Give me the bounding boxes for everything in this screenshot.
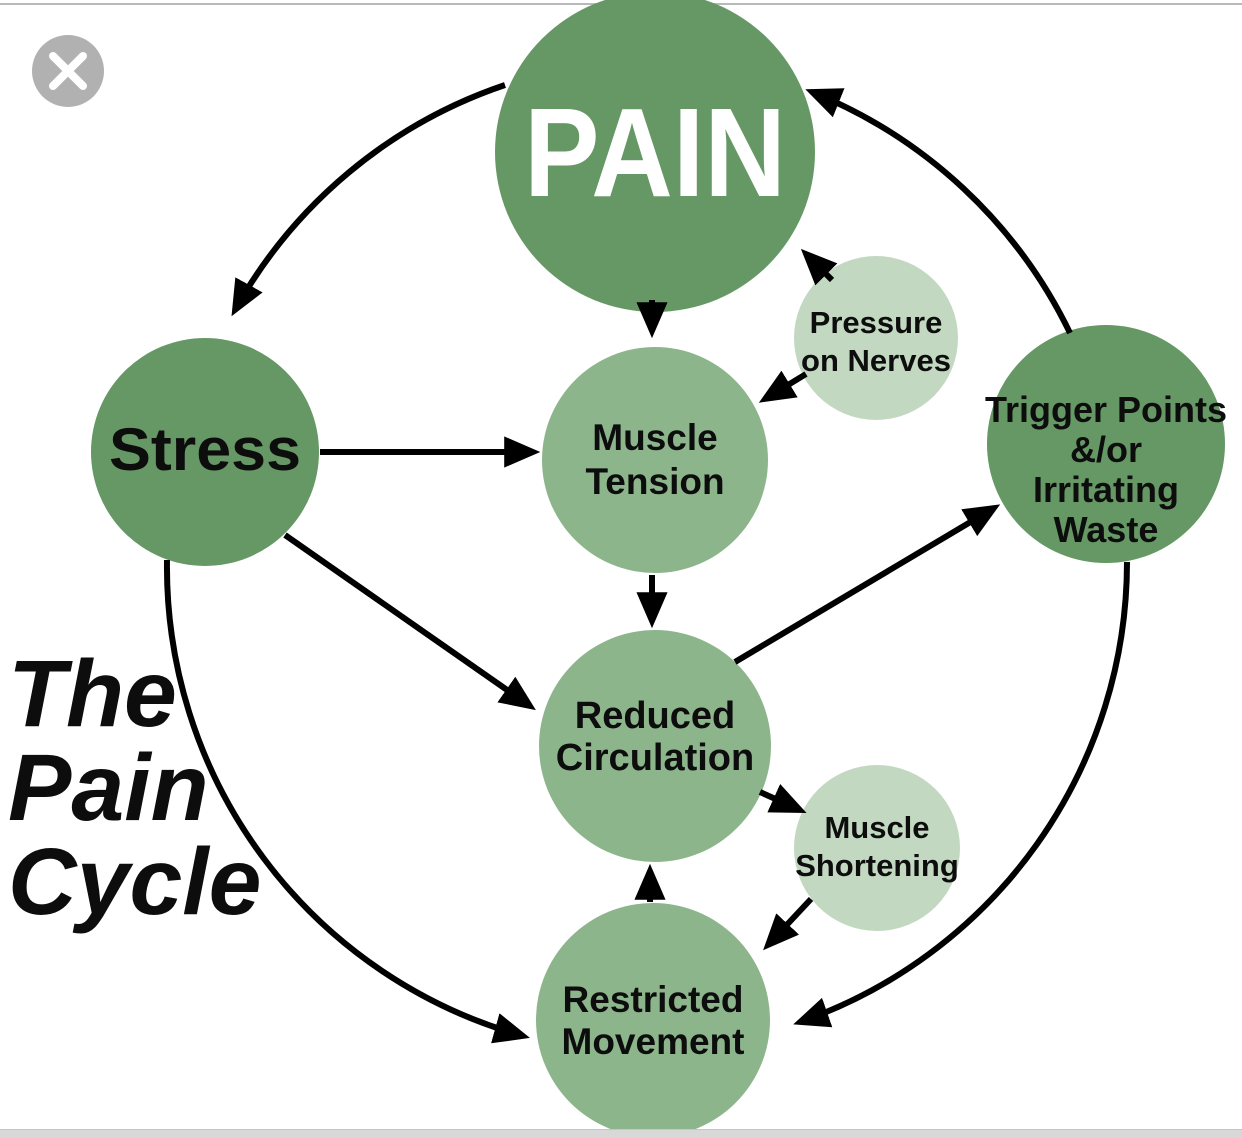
node-muscle-tension-label-line1: Muscle [592, 417, 717, 458]
arrow-trigger-points-to-restricted-movement [793, 561, 1130, 1028]
node-trigger-points-label-line4: Waste [1054, 509, 1159, 550]
image-bottom-border [0, 1129, 1242, 1138]
node-restricted-movement-circle [536, 903, 770, 1137]
node-pain-circle [495, 0, 815, 312]
node-muscle-tension-label-line2: Tension [585, 461, 724, 502]
arrow-pressure-on-nerves-to-muscle-tension [758, 370, 808, 403]
arrow-trigger-points-to-pain [805, 88, 1073, 335]
arrow-stress-to-reduced-circulation [283, 532, 536, 711]
node-muscle-shortening-label-line1: Muscle [824, 810, 929, 845]
node-pressure-on-nerves-circle [794, 256, 958, 420]
arrow-reduced-circulation-to-muscle-shortening [758, 783, 807, 813]
arrow-muscle-shortening-to-restricted-movement [763, 896, 814, 951]
node-trigger-points-circle [987, 325, 1225, 563]
node-stress-circle [91, 338, 319, 566]
node-pressure-on-nerves-label-line2: on Nerves [801, 343, 951, 378]
node-reduced-circulation-label-line1: Reduced [575, 695, 735, 737]
close-icon [49, 52, 87, 90]
node-restricted-movement-label-line1: Restricted [563, 979, 744, 1020]
node-trigger-points-label-line3: Irritating [1033, 469, 1179, 510]
diagram-title-line2: Pain [8, 735, 209, 841]
node-trigger-points-label-line2: &/or [1070, 429, 1142, 470]
arrow-pain-to-stress [231, 82, 506, 317]
diagram-nodes [91, 0, 1225, 1137]
node-trigger-points-label-line1: Trigger Points [985, 389, 1227, 430]
close-button[interactable] [31, 34, 105, 108]
diagram-title-line3: Cycle [8, 829, 262, 935]
node-reduced-circulation-circle [539, 630, 771, 862]
diagram-labels: Stress Muscle Tension Pressure on Nerves… [109, 305, 1227, 1062]
diagram-title-line1: The [8, 641, 177, 747]
node-muscle-tension-circle [542, 347, 768, 573]
node-stress-label: Stress [109, 416, 301, 483]
node-muscle-shortening-circle [794, 765, 960, 931]
node-pain-label: PAIN [524, 82, 786, 223]
arrow-pressure-on-nerves-to-pain [800, 248, 838, 286]
diagram-title: The Pain Cycle [8, 641, 262, 935]
arrow-stress-to-restricted-movement [163, 559, 530, 1044]
node-restricted-movement-label-line2: Movement [562, 1021, 745, 1062]
node-muscle-shortening-label-line2: Shortening [795, 848, 959, 883]
node-reduced-circulation-label-line2: Circulation [556, 737, 754, 779]
arrow-reduced-circulation-to-trigger-points [733, 504, 1001, 665]
node-pressure-on-nerves-label-line1: Pressure [810, 305, 943, 340]
diagram-arrows [163, 82, 1130, 1044]
